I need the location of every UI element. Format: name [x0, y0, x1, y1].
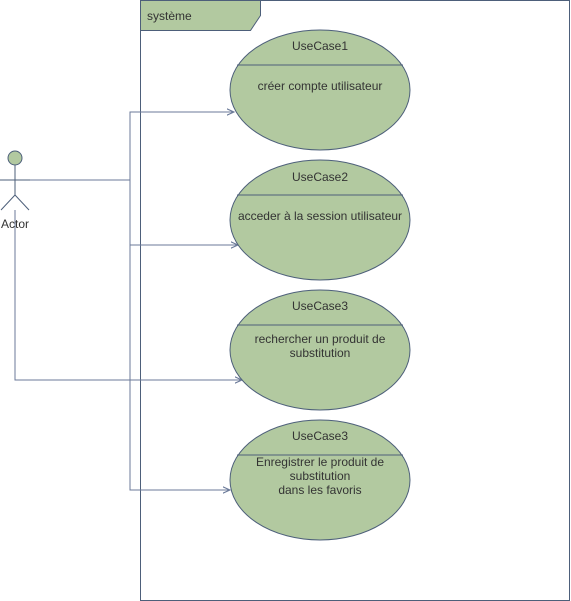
use-case-3-line-2: substitution — [290, 346, 351, 360]
use-case-1-line-1: créer compte utilisateur — [258, 79, 383, 93]
system-tab — [140, 0, 261, 31]
system-label: système — [147, 9, 192, 23]
use-case-3-line-1: rechercher un produit de — [255, 332, 386, 346]
use-case-3-ellipse — [229, 289, 411, 411]
actor-label: Actor — [1, 217, 29, 231]
use-case-1[interactable]: UseCase1 créer compte utilisateur — [229, 29, 411, 151]
use-case-4-line-1: Enregistrer le produit de — [256, 455, 384, 469]
use-case-4-ellipse — [229, 419, 411, 541]
use-case-3[interactable]: UseCase3 rechercher un produit de substi… — [229, 289, 411, 411]
actor-right-leg — [14, 194, 30, 211]
use-case-4-line-2: substitution — [290, 469, 351, 483]
connector-usecase1[interactable] — [30, 112, 234, 181]
use-case-2-title: UseCase2 — [292, 170, 348, 184]
connector-usecase3[interactable] — [14, 210, 242, 380]
use-case-4-line-3: dans les favoris — [278, 483, 361, 497]
connector-usecase4[interactable] — [129, 245, 230, 490]
connectors — [14, 112, 242, 490]
actor-head-icon — [7, 150, 23, 166]
use-case-2[interactable]: UseCase2 acceder à la session utilisateu… — [229, 159, 411, 281]
use-case-2-line-1: acceder à la session utilisateur — [238, 209, 402, 223]
actor[interactable]: Actor — [0, 150, 30, 231]
use-case-4-title: UseCase3 — [292, 429, 348, 443]
use-case-3-title: UseCase3 — [292, 299, 348, 313]
use-case-1-title: UseCase1 — [292, 39, 348, 53]
use-case-1-ellipse — [229, 29, 411, 151]
use-case-2-ellipse — [229, 159, 411, 281]
actor-left-leg — [0, 194, 16, 211]
use-case-4[interactable]: UseCase3 Enregistrer le produit de subst… — [229, 419, 411, 541]
